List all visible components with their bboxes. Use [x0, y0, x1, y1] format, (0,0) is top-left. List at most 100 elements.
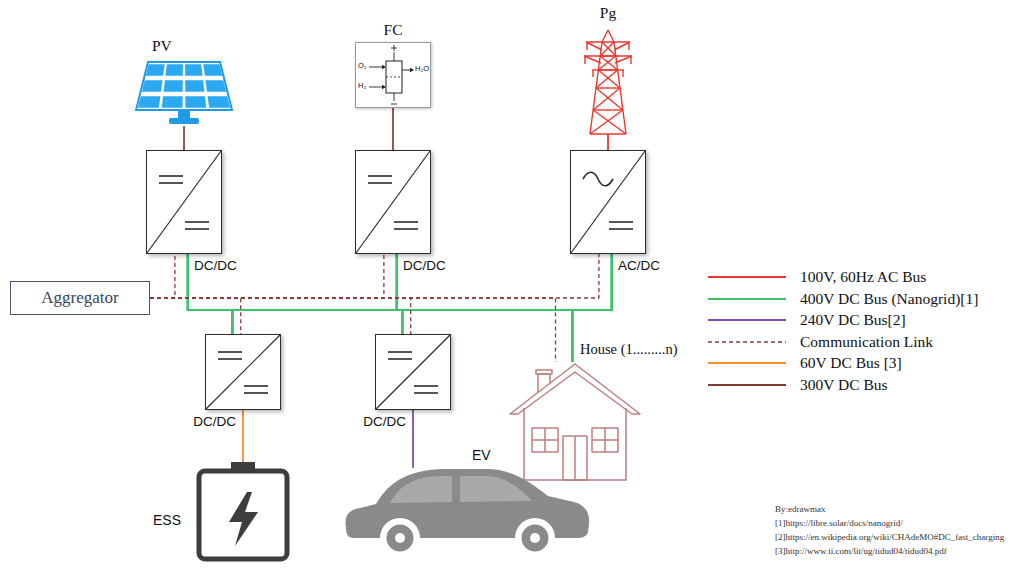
dc-400v-bus	[188, 254, 403, 334]
solar-cell	[146, 64, 165, 76]
house-wall	[524, 408, 626, 480]
solar-cell	[208, 96, 230, 108]
converter-label: AC/DC	[618, 258, 660, 274]
solar-cell	[162, 96, 183, 108]
house-icon-drawing	[510, 362, 640, 480]
legend-line	[708, 309, 788, 331]
chemical-label: O₂	[358, 62, 367, 70]
legend-text: 400V DC Bus (Nanogrid)[1]	[800, 290, 978, 308]
ac-symbol	[583, 172, 613, 186]
converter-label: DC/DC	[194, 258, 237, 274]
dc-symbol	[185, 221, 209, 223]
solar-panel-base	[169, 118, 199, 124]
legend-row: Communication Link	[708, 331, 1028, 353]
fuel-cell-terminal	[394, 52, 395, 61]
battery-body	[199, 471, 287, 559]
legend-line	[708, 266, 788, 288]
legend-line	[708, 331, 788, 353]
fuel-cell-terminal	[394, 93, 395, 101]
chemical-label: H₂O	[415, 65, 429, 73]
communication-link	[150, 254, 175, 298]
solar-cell	[185, 96, 206, 108]
dc-symbol	[244, 392, 268, 394]
house-door	[574, 436, 576, 480]
flow-arrow-head	[382, 85, 386, 89]
dc-symbol	[609, 228, 633, 230]
tower-member	[598, 70, 620, 88]
flow-arrow-head	[382, 65, 386, 69]
car-icon-drawing	[340, 468, 590, 556]
dc-symbol	[368, 182, 392, 184]
transmission-tower-icon-drawing	[584, 30, 632, 134]
battery-icon: ESS	[195, 462, 291, 562]
communication-link	[150, 254, 384, 298]
car-wheel	[385, 523, 415, 553]
ac-bus-line	[607, 134, 609, 150]
dc-symbol	[609, 221, 633, 223]
car-body	[346, 469, 590, 538]
tower-member	[584, 56, 601, 63]
solar-cell	[185, 80, 204, 92]
legend-row: 100V, 60Hz AC Bus	[708, 266, 1028, 288]
communication-link	[150, 254, 599, 298]
solar-cell	[205, 80, 226, 92]
solar-panel-stand	[178, 110, 190, 119]
dc-symbol	[218, 358, 242, 360]
tower-member	[602, 30, 608, 42]
converter-box: DC/DC	[205, 334, 281, 410]
converter-box-drawing	[571, 151, 645, 253]
tower-member	[596, 88, 623, 110]
tower-member	[593, 109, 623, 110]
tower-member	[596, 87, 620, 88]
converter-box: DC/DC	[146, 150, 222, 254]
flow-arrow	[369, 87, 383, 88]
reference-note: By:edrawmax	[775, 502, 1004, 516]
dc-400v-bus	[402, 254, 611, 334]
legend-text: 300V DC Bus	[800, 376, 888, 394]
legend-line-stroke	[708, 298, 786, 300]
dc-symbol	[368, 175, 392, 177]
house-icon: House (1.........n)	[510, 362, 640, 480]
house-chimney-cap	[536, 370, 552, 374]
flow-arrow-head	[410, 68, 414, 72]
legend-line-stroke	[708, 341, 786, 342]
fuel-cell-membrane	[386, 77, 402, 78]
dc-300v-line	[392, 108, 394, 150]
load-label: EV	[472, 447, 491, 463]
flow-arrow	[402, 70, 411, 71]
converter-diagonal	[206, 335, 280, 409]
fuel-cell-box-drawing	[356, 43, 430, 107]
legend: 100V, 60Hz AC Bus 400V DC Bus (Nanogrid)[…	[708, 266, 1028, 406]
solar-panel-frame	[136, 62, 232, 110]
house-window	[592, 428, 618, 452]
reference-notes: By:edrawmax[1]https://libre.solar/docs/n…	[775, 502, 1004, 558]
legend-text: Communication Link	[800, 333, 933, 351]
car-icon: EV	[340, 468, 590, 556]
dc-400v-bus	[232, 254, 396, 334]
tower-member	[596, 70, 618, 88]
tower-member	[602, 42, 616, 56]
legend-line	[708, 288, 788, 310]
tower-member	[593, 110, 626, 134]
dc-symbol	[414, 392, 438, 394]
solar-cell	[165, 64, 182, 76]
house-chimney	[538, 374, 550, 392]
solar-cell	[138, 96, 160, 108]
tower-member	[584, 55, 632, 56]
tower-member	[592, 70, 593, 77]
dc-symbol	[394, 228, 418, 230]
house-window	[532, 428, 558, 452]
tower-member	[608, 30, 614, 42]
converter-box: DC/DC	[355, 150, 431, 254]
source-label: PV	[152, 37, 172, 55]
converter-diagonal	[147, 151, 221, 253]
converter-box-drawing	[376, 335, 450, 409]
converter-box-drawing	[147, 151, 221, 253]
converter-label: DC/DC	[363, 414, 406, 430]
converter-box-drawing	[356, 151, 430, 253]
converter-diagonal	[376, 335, 450, 409]
converter-box: AC/DC	[570, 150, 646, 254]
source-label: Pg	[600, 4, 616, 22]
